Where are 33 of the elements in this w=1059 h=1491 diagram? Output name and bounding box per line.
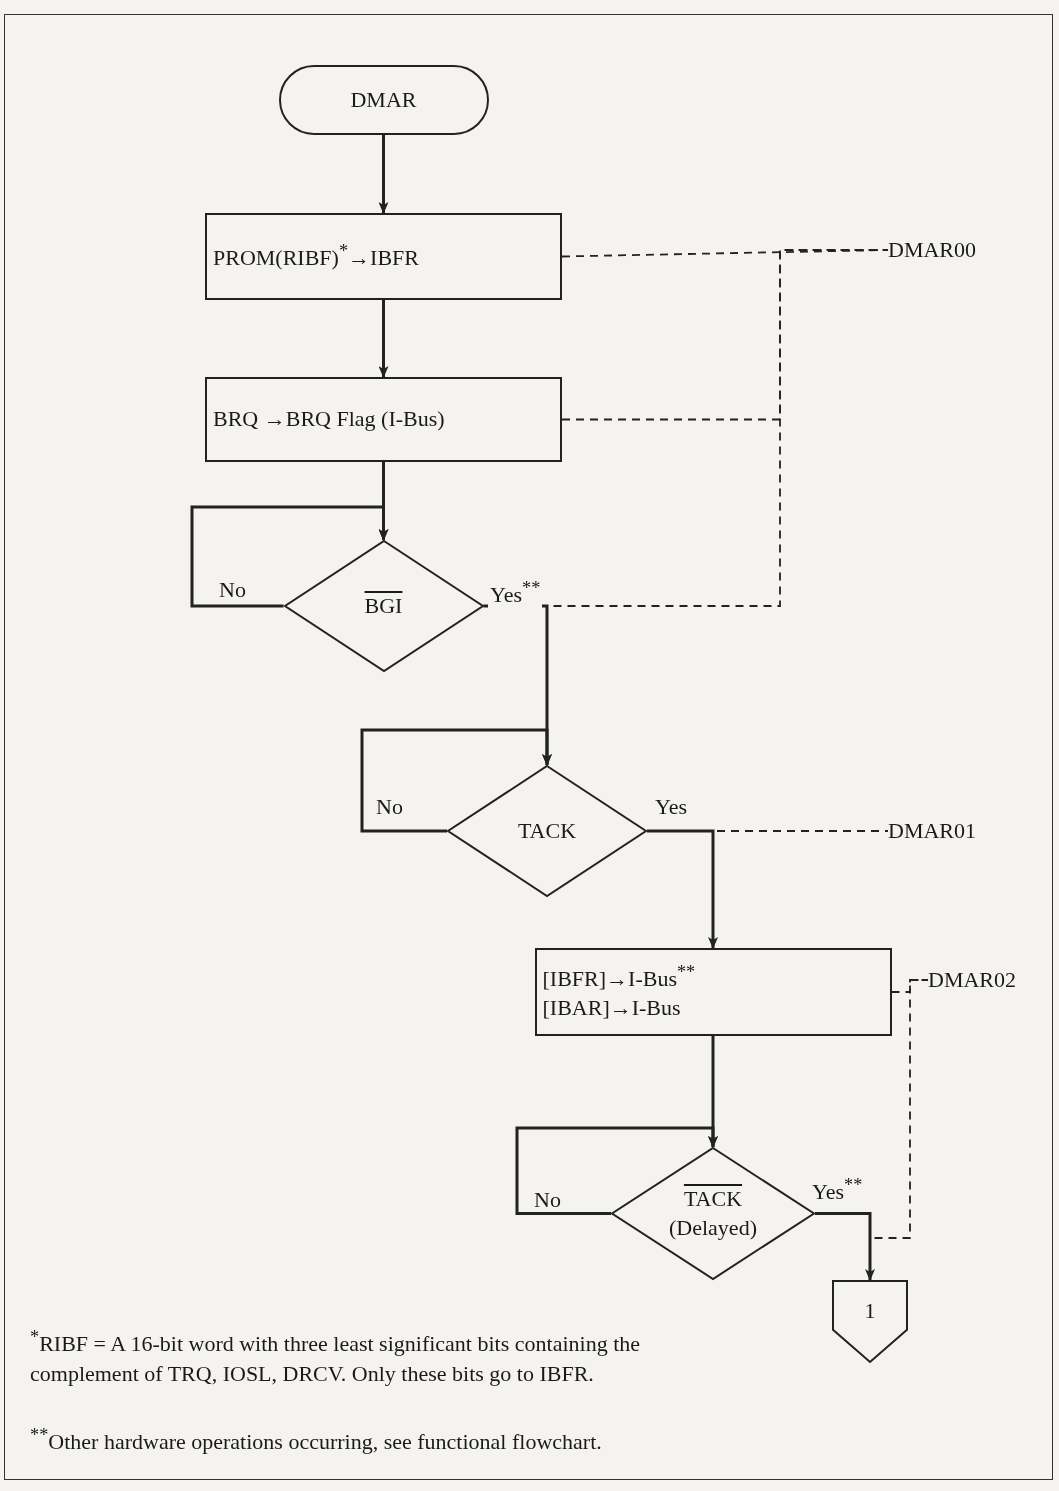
arrow (360, 728, 552, 833)
arrow (378, 300, 389, 378)
node-text: (Delayed) (669, 1213, 757, 1242)
node-text: [IBAR]→I-Bus (542, 994, 681, 1023)
dashed-connector (814, 979, 929, 1239)
node-text: PROM(RIBF)$^{*}$→IBFR (213, 240, 419, 273)
node-text: DMAR00 (888, 235, 976, 264)
node-text: DMAR01 (888, 816, 976, 845)
footnote: $^{**}$Other hardware operations occurring, see functional flowchart. (30, 1424, 603, 1457)
arrow (378, 135, 389, 214)
process-box (205, 213, 562, 300)
process-box (205, 377, 562, 462)
arrow (190, 505, 389, 608)
node-text: TACK (683, 1184, 743, 1213)
offpage-connector (832, 1280, 908, 1363)
node-text: DMAR (350, 85, 417, 114)
dashed-connector (482, 249, 889, 607)
decision-diamond (447, 765, 647, 897)
footnote: $^{*}$RIBF = A 16-bit word with three least significant bits containing the complement of TRQ, IOSL, DRCV. Only these bits go to IBFR. (30, 1326, 641, 1388)
arrow (515, 1126, 718, 1215)
process-box (534, 948, 892, 1036)
node-text: TACK (517, 816, 577, 845)
arrow (647, 829, 718, 949)
node-text: DMAR02 (928, 965, 1016, 994)
arrow (815, 1212, 875, 1281)
node-text: BGI (364, 591, 403, 620)
dashed-connector (646, 830, 889, 832)
node-text: [IBFR]→I-Bus$^{**}$ (542, 961, 696, 994)
edge-label: Yes$^{**}$ (488, 578, 543, 608)
start-terminal (278, 65, 489, 135)
node-text: BRQ →BRQ Flag (I-Bus) (213, 405, 445, 434)
decision-diamond (283, 540, 484, 672)
node-text: 1 (864, 1297, 876, 1326)
